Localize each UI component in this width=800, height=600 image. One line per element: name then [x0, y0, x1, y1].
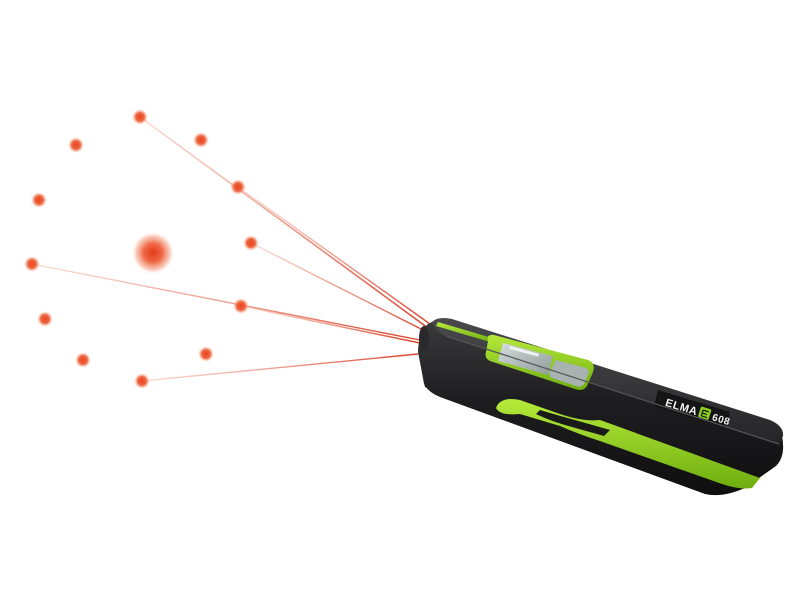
thermometer-device: ELMA 608	[418, 318, 784, 496]
grip-inner	[536, 410, 610, 436]
laser-beam	[31, 263, 421, 341]
laser-spot	[233, 298, 249, 314]
laser-spot	[75, 352, 91, 368]
laser-spot	[243, 235, 259, 251]
sensor-lens	[419, 326, 429, 350]
laser-beam	[250, 242, 426, 332]
laser-spot	[193, 132, 209, 148]
body-edge-highlight	[445, 335, 780, 445]
laser-spot	[37, 311, 53, 327]
laser-spot	[230, 179, 246, 195]
device-button	[549, 360, 589, 387]
laser-center-spot	[132, 232, 174, 274]
laser-spot	[132, 109, 148, 125]
laser-beam	[240, 305, 421, 344]
display-screen	[498, 343, 553, 375]
green-top-stripe	[436, 322, 492, 342]
model-number: 608	[711, 412, 732, 428]
laser-spot	[68, 137, 84, 153]
laser-spot	[31, 192, 47, 208]
laser-beam	[237, 186, 431, 325]
laser-spot	[198, 346, 214, 362]
laser-spot	[24, 256, 40, 272]
laser-beams	[31, 116, 431, 382]
laser-spot	[134, 373, 150, 389]
laser-spot-ring	[24, 109, 259, 389]
screen-highlight	[509, 346, 539, 357]
laser-beam	[139, 116, 429, 329]
laser-beam	[141, 353, 419, 382]
